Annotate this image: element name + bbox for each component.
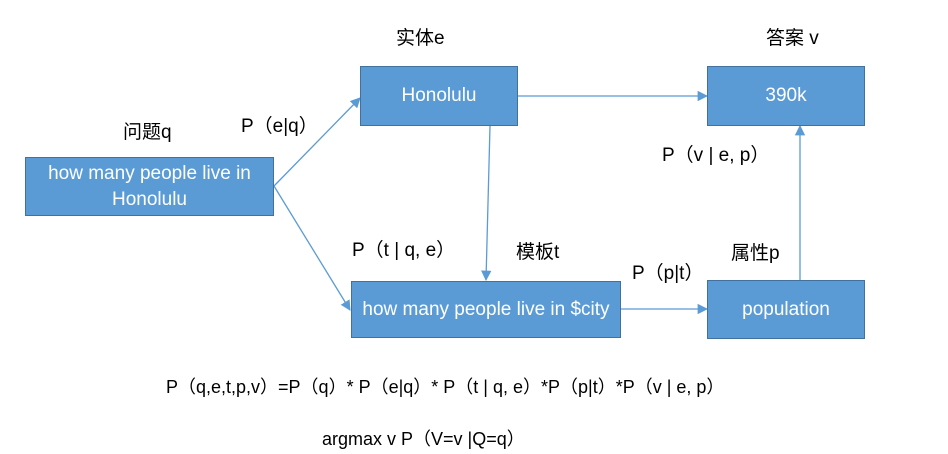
arrow-question-to-template [273,185,351,311]
property-label: 属性p [731,243,780,264]
template-label: 模板t [516,242,560,263]
edge-label-p-e-q: P（e|q） [241,116,318,137]
question-box: how many people live in Honolulu [25,157,274,216]
template-box: how many people live in $city [351,281,621,338]
property-text: population [742,298,830,320]
answer-text: 390k [765,85,807,106]
property-box: population [707,280,865,339]
template-text: how many people live in $city [362,298,610,320]
arrow-entity-to-template [481,125,492,282]
entity-box: Honolulu [360,66,518,126]
edge-label-p-t-qe: P（t | q, e） [352,240,456,261]
entity-label: 实体e [396,28,445,49]
answer-label: 答案 v [766,28,819,49]
entity-text: Honolulu [401,85,477,106]
question-label: 问题q [123,122,172,143]
question-text: how many people live in Honolulu [48,162,251,210]
argmax-formula: argmax v P（V=v |Q=q） [322,429,525,449]
arrow-question-to-entity [273,97,361,187]
answer-box: 390k [707,66,865,126]
joint-probability-formula: P（q,e,t,p,v）=P（q）* P（e|q）* P（t | q, e）*P… [166,377,725,397]
edge-label-p-v-ep: P（v | e, p） [662,145,770,166]
edge-label-p-p-t: P（p|t） [632,263,704,284]
